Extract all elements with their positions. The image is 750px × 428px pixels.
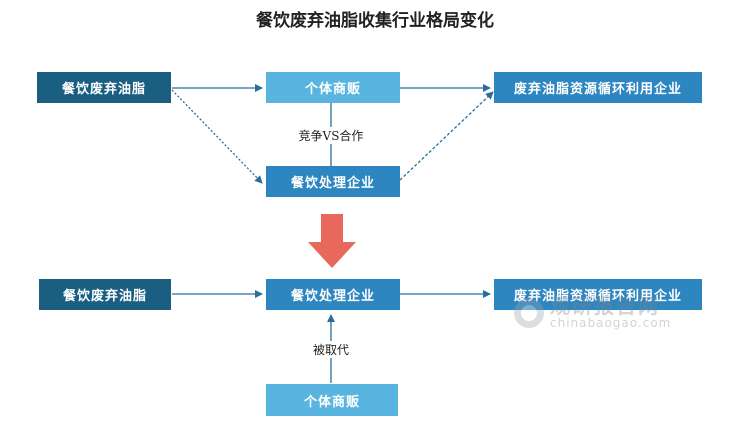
bottom-processor-box: 餐饮处理企业 [266,279,400,310]
top-processor-label: 餐饮处理企业 [290,176,375,191]
top-recycler-label: 废弃油脂资源循环利用企业 [513,82,682,97]
bottom-relation-label: 被取代 [305,341,357,358]
arrow-source-to-processor-dotted [171,89,263,184]
bottom-processor-label: 餐饮处理企业 [290,289,375,304]
bottom-vendor-label: 个体商贩 [303,394,360,410]
bottom-recycler-label: 废弃油脂资源循环利用企业 [513,289,682,304]
bottom-source-label: 餐饮废弃油脂 [62,289,147,304]
top-vendor-box: 个体商贩 [266,72,400,103]
top-relation-label: 竞争VS合作 [290,127,372,144]
watermark-en: chinabaogao.com [550,316,672,330]
top-vendor-label: 个体商贩 [304,82,361,97]
bottom-source-box: 餐饮废弃油脂 [39,279,171,310]
page-title: 餐饮废弃油脂收集行业格局变化 [256,11,494,31]
watermark-cn: 观研报告网 [550,294,660,318]
arrow-processor-to-recycler-dashed [399,91,494,181]
top-recycler-box: 废弃油脂资源循环利用企业 [494,72,702,103]
watermark-logo-icon [514,297,544,328]
bottom-recycler-box: 废弃油脂资源循环利用企业 [494,279,702,310]
top-source-label: 餐饮废弃油脂 [61,82,146,97]
top-processor-box: 餐饮处理企业 [266,166,400,197]
transition-arrow [308,214,356,268]
watermark: 观研报告网 chinabaogao.com [514,296,671,330]
top-source-box: 餐饮废弃油脂 [37,72,171,103]
bottom-vendor-box: 个体商贩 [266,384,398,416]
